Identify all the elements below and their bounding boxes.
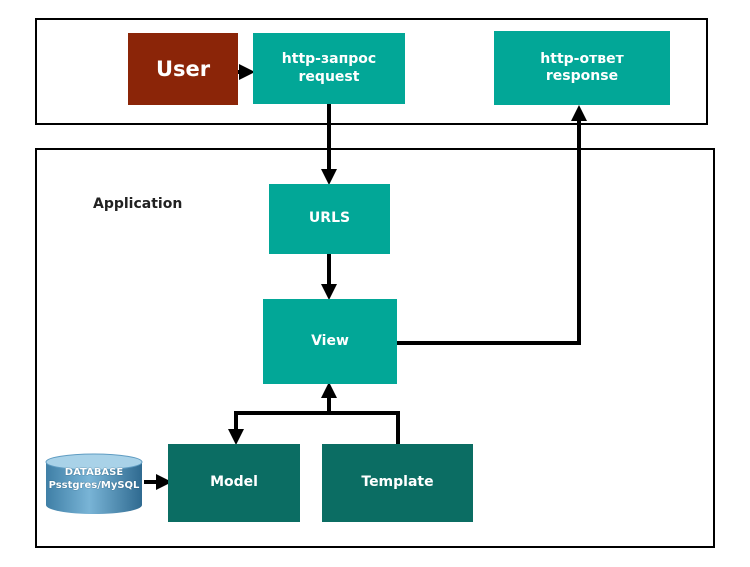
application-label: Application — [93, 196, 183, 212]
view-label: View — [311, 332, 349, 349]
response-label: response — [545, 68, 619, 84]
database-label: DATABASE Psstgres/MySQL — [44, 466, 144, 492]
connector-template-to-model — [228, 411, 400, 445]
view-box: View — [263, 299, 397, 384]
database-icon — [45, 453, 143, 514]
model-label: Model — [210, 474, 258, 491]
http-response-label: http-ответ — [540, 50, 624, 67]
user-box: User — [128, 33, 238, 105]
urls-label: URLS — [308, 210, 351, 227]
request-response-frame — [35, 18, 708, 125]
database-engines: Psstgres/MySQL — [48, 480, 140, 491]
http-request-label: http-запрос — [281, 51, 377, 67]
model-box: Model — [168, 444, 300, 522]
template-box: Template — [322, 444, 473, 522]
request-label: request — [298, 68, 360, 85]
arrow-view-to-response — [397, 105, 587, 345]
template-label: Template — [361, 474, 434, 491]
database-name: DATABASE — [64, 467, 124, 478]
urls-box: URLS — [269, 184, 390, 254]
user-label: User — [156, 56, 211, 81]
application-frame — [35, 148, 715, 548]
http-response-box: http-ответ response — [494, 31, 670, 105]
http-request-box: http-запрос request — [253, 33, 405, 104]
